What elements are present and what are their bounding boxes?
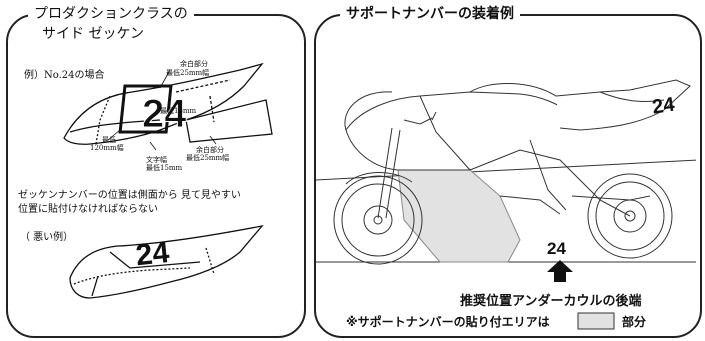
left-title-line2: サイド ゼッケン (36, 26, 151, 42)
sticker-area-highlight (397, 169, 521, 263)
highlight-swatch (577, 312, 615, 330)
seat-cowl-bad-illustration (69, 225, 264, 299)
char-width-label-1: 文字幅 (146, 156, 167, 164)
left-title-line1: プロダクションクラスの (28, 6, 194, 22)
margin-right-label-1: 余白部分 (196, 146, 224, 154)
caption-line1: 推奨位置アンダーカウルの後端 (460, 294, 642, 309)
seat-cowl-good-illustration (63, 62, 273, 145)
margin-right-label-2: 最低25mm幅 (186, 154, 230, 162)
arrow-up-icon (547, 260, 573, 282)
good-example-number: 24 (142, 92, 187, 136)
note-line2: 位置に貼付けなければならない (18, 204, 158, 215)
min-120-label-2: 120mm幅 (90, 144, 124, 152)
min-120-label-1: 最低 (102, 136, 116, 144)
tail-number: 24 (651, 94, 677, 119)
min-15-label: 最低15mm (160, 107, 197, 115)
caption-line2-prefix: ※サポートナンバーの貼り付エリアは (346, 315, 550, 329)
support-number: 24 (547, 239, 566, 258)
right-title: サポートナンバーの装着例 (340, 6, 520, 22)
note-line1: ゼッケンナンバーの位置は側面から 見て見やすい (18, 190, 241, 201)
caption-line2-suffix: 部分 (622, 315, 647, 329)
margin-top-label-1: 余白部分 (180, 60, 208, 68)
bad-example-label: （ 悪い例） (20, 232, 74, 243)
char-width-label-2: 最低15mm (146, 164, 183, 172)
motorcycle-illustration (316, 79, 696, 265)
margin-top-label-2: 最低25mm幅 (166, 69, 210, 77)
bad-example-number: 24 (134, 236, 171, 272)
example-label: 例）No.24の場合 (24, 70, 105, 81)
